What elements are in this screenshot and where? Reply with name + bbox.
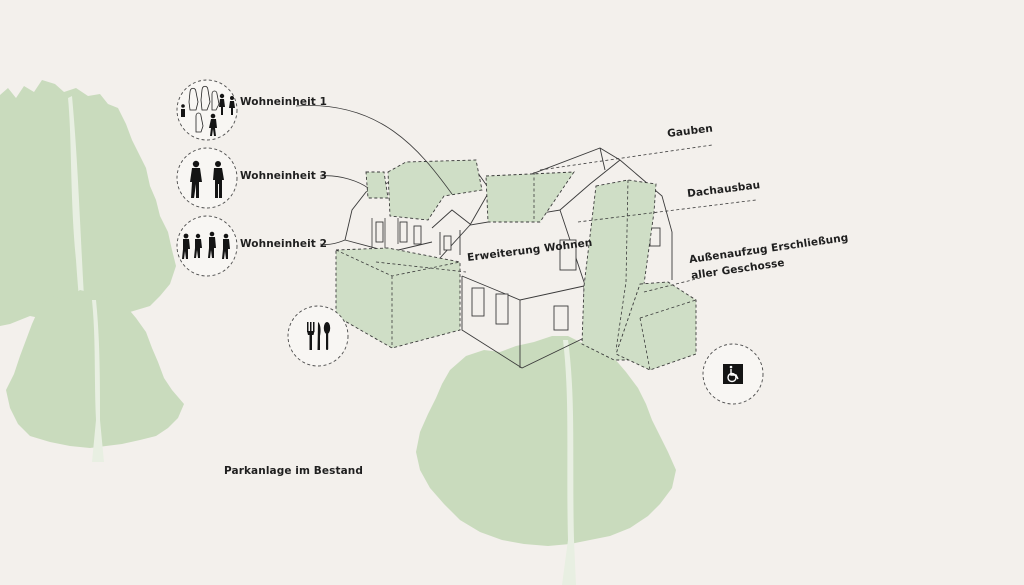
label-wohneinheit-3: Wohneinheit 3 bbox=[240, 170, 328, 182]
window bbox=[553, 305, 569, 331]
dormer-volume bbox=[485, 171, 575, 223]
window bbox=[471, 287, 485, 317]
window bbox=[559, 239, 577, 271]
label-wohneinheit-2: Wohneinheit 2 bbox=[240, 238, 328, 250]
label-parkanlage: Parkanlage im Bestand bbox=[224, 465, 363, 477]
label-wohneinheit-1: Wohneinheit 1 bbox=[240, 96, 328, 108]
window bbox=[649, 227, 661, 247]
people-icon-unit1 bbox=[176, 79, 238, 141]
tree-left-top bbox=[0, 80, 176, 330]
window bbox=[413, 225, 422, 245]
fork-knife-spoon-icon bbox=[287, 305, 349, 367]
dormer-volume bbox=[365, 171, 389, 199]
window bbox=[375, 221, 384, 243]
extension-volume bbox=[335, 247, 461, 349]
building bbox=[295, 105, 757, 371]
window bbox=[495, 293, 509, 325]
tree-left-bottom bbox=[6, 290, 184, 462]
window bbox=[443, 235, 452, 251]
wheelchair-icon bbox=[702, 343, 764, 405]
window bbox=[399, 221, 408, 243]
tree-center-bottom bbox=[416, 336, 676, 585]
people-icon-unit2 bbox=[176, 215, 238, 277]
elevator-base bbox=[615, 281, 697, 371]
dormer-volume bbox=[387, 159, 483, 221]
people-icon-unit3 bbox=[176, 147, 238, 209]
